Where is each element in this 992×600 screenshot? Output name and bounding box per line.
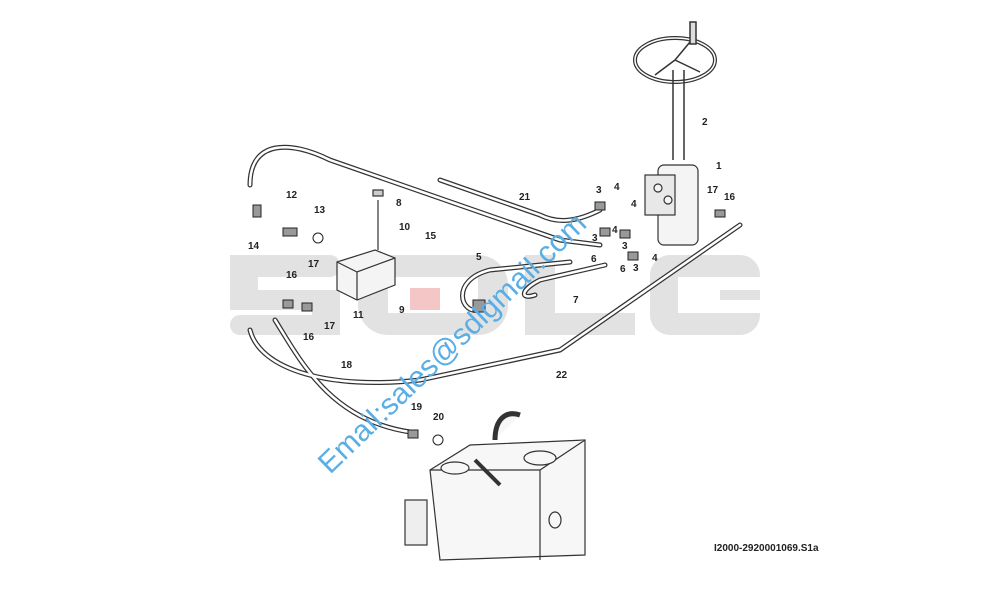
callout-19: 19 (411, 402, 423, 413)
callout-4: 4 (614, 182, 620, 193)
callout-16: 16 (303, 332, 315, 343)
steering-valve-1 (644, 164, 699, 246)
callout-17: 17 (707, 185, 719, 196)
callout-18: 18 (341, 360, 353, 371)
callout-17: 17 (324, 321, 336, 332)
email-watermark: Email:sales@sdlgmail.com (312, 207, 593, 480)
hydraulic-tank (404, 411, 586, 561)
callout-16: 16 (724, 192, 736, 203)
callout-11: 11 (353, 310, 364, 321)
callout-6: 6 (620, 264, 626, 275)
sdlg-logo-background (230, 255, 760, 335)
callout-2: 2 (702, 117, 708, 128)
callout-4: 4 (652, 253, 658, 264)
callout-21: 21 (519, 192, 531, 203)
callout-12: 12 (286, 190, 298, 201)
fittings (252, 201, 726, 446)
callout-4: 4 (612, 225, 618, 236)
callout-6: 6 (591, 254, 597, 265)
callout-4: 4 (631, 199, 637, 210)
callout-5: 5 (476, 252, 482, 263)
callout-20: 20 (433, 412, 445, 423)
callout-7: 7 (573, 295, 579, 306)
callout-15: 15 (425, 231, 437, 242)
callout-3: 3 (592, 233, 598, 244)
callout-8: 8 (396, 198, 402, 209)
callout-3: 3 (633, 263, 639, 274)
callout-9: 9 (399, 305, 405, 316)
callout-1: 1 (716, 161, 722, 172)
callout-3: 3 (622, 241, 628, 252)
callout-17: 17 (308, 259, 320, 270)
drawing-number: I2000-2920001069.S1a (714, 543, 819, 554)
callout-22: 22 (556, 370, 568, 381)
callout-3: 3 (596, 185, 602, 196)
callout-10: 10 (399, 222, 411, 233)
steering-wheel (633, 21, 717, 160)
callout-14: 14 (248, 241, 260, 252)
callout-13: 13 (314, 205, 326, 216)
callout-16: 16 (286, 270, 298, 281)
valve-block-11 (336, 189, 396, 301)
